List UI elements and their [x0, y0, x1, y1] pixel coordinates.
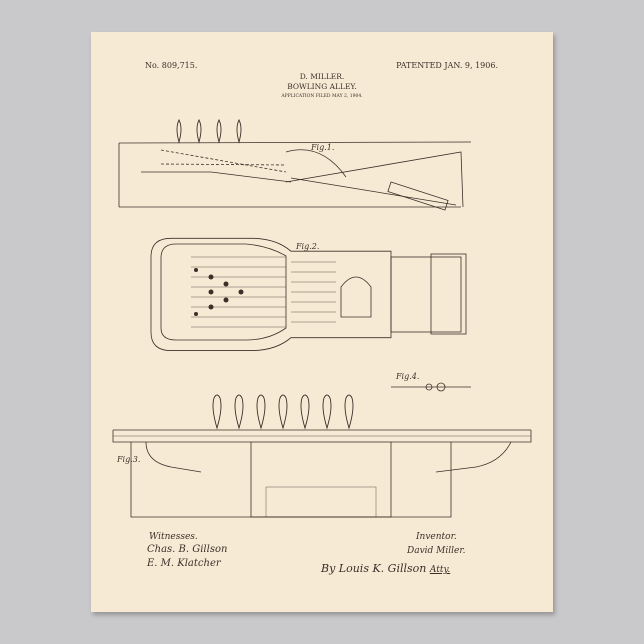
attorney-signature: By Louis K. Gillson Atty.	[321, 562, 450, 575]
inventor-label: Inventor.	[416, 532, 457, 542]
attorney-suffix: Atty.	[430, 565, 450, 575]
patent-poster: No. 809,715. PATENTED JAN. 9, 1906. D. M…	[91, 32, 553, 612]
witness-signature-2: E. M. Klatcher	[147, 558, 221, 569]
figure-1-side-view: Fig.1.	[119, 120, 471, 210]
figure-4-detail: Fig.4.	[391, 372, 471, 391]
witness-signature-1: Chas. B. Gillson	[147, 544, 227, 555]
figure-3-section: Fig.3.	[113, 395, 531, 517]
inventor-signature: David Miller.	[407, 546, 466, 556]
witnesses-label: Witnesses.	[149, 532, 198, 542]
fig3-label: Fig.3.	[116, 455, 140, 464]
figure-2-plan-view: Fig.2.	[151, 238, 466, 350]
fig4-label: Fig.4.	[395, 372, 419, 381]
fig2-label: Fig.2.	[295, 242, 319, 251]
attorney-name: By Louis K. Gillson	[321, 562, 426, 575]
patent-drawing: Fig.1. Fig.2.	[91, 32, 553, 612]
fig1-label: Fig.1.	[310, 143, 334, 152]
